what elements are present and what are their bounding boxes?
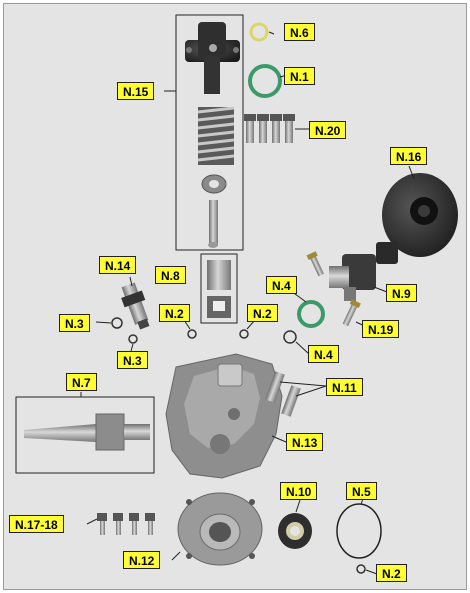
oring-n2c xyxy=(356,564,366,574)
pump-head-part xyxy=(185,22,240,94)
label-n13: N.13 xyxy=(286,433,324,451)
oring-n4b xyxy=(283,330,297,344)
n7-group-frame xyxy=(15,396,155,474)
pump-body-n13 xyxy=(165,353,283,479)
flange-n12 xyxy=(177,492,263,566)
label-n11: N.11 xyxy=(326,378,363,396)
drive-shaft-n7 xyxy=(24,413,150,451)
connectors-n11 xyxy=(265,371,301,417)
label-n2c: N.2 xyxy=(376,564,407,582)
label-n2a: N.2 xyxy=(159,304,190,322)
label-n16: N.16 xyxy=(390,147,428,165)
oring-n6 xyxy=(249,22,269,42)
label-n3a: N.3 xyxy=(59,314,90,332)
n8-group-frame xyxy=(200,253,238,324)
label-n20: N.20 xyxy=(309,121,347,139)
small-screw-n4 xyxy=(306,251,324,277)
oring-n3a xyxy=(111,317,123,329)
oring-n4 xyxy=(297,300,325,328)
label-n7: N.7 xyxy=(66,373,97,391)
parts-illustration xyxy=(15,14,458,575)
label-n14: N.14 xyxy=(99,256,137,274)
label-n2b: N.2 xyxy=(247,304,278,322)
spring-part xyxy=(197,106,235,165)
label-n9: N.9 xyxy=(386,284,417,302)
oring-n3b xyxy=(128,334,138,344)
fitting-n14 xyxy=(121,282,150,330)
oring-n2a xyxy=(187,329,197,339)
screws-n17-18 xyxy=(97,513,155,535)
label-n4b: N.4 xyxy=(308,345,339,363)
label-n1: N.1 xyxy=(284,67,315,85)
shaft-seal-n10 xyxy=(278,513,312,549)
oring-n2b xyxy=(239,329,249,339)
screws-n20 xyxy=(244,114,295,143)
label-n12: N.12 xyxy=(123,551,161,569)
label-n19: N.19 xyxy=(362,320,400,338)
label-n3b: N.3 xyxy=(117,351,148,369)
small-screw-n19 xyxy=(342,299,361,327)
metering-valve-n9 xyxy=(329,242,398,301)
label-n10: N.10 xyxy=(280,482,318,500)
label-n15: N.15 xyxy=(117,82,155,100)
label-n5: N.5 xyxy=(346,482,377,500)
label-n4a: N.4 xyxy=(266,276,297,294)
label-n8: N.8 xyxy=(155,266,186,284)
exploded-diagram: N.6 N.1 N.15 N.20 N.16 N.14 N.8 N.4 N.9 … xyxy=(3,3,467,590)
label-n17-18: N.17-18 xyxy=(9,515,64,533)
oring-n5 xyxy=(336,503,382,559)
cover-cap-n16 xyxy=(382,173,458,257)
guide-sleeve-n8 xyxy=(207,260,231,318)
plunger-part xyxy=(208,200,218,248)
spring-seat-part xyxy=(201,174,227,194)
oring-n1 xyxy=(248,64,282,98)
label-n6: N.6 xyxy=(284,23,315,41)
n15-group-frame xyxy=(175,14,244,251)
